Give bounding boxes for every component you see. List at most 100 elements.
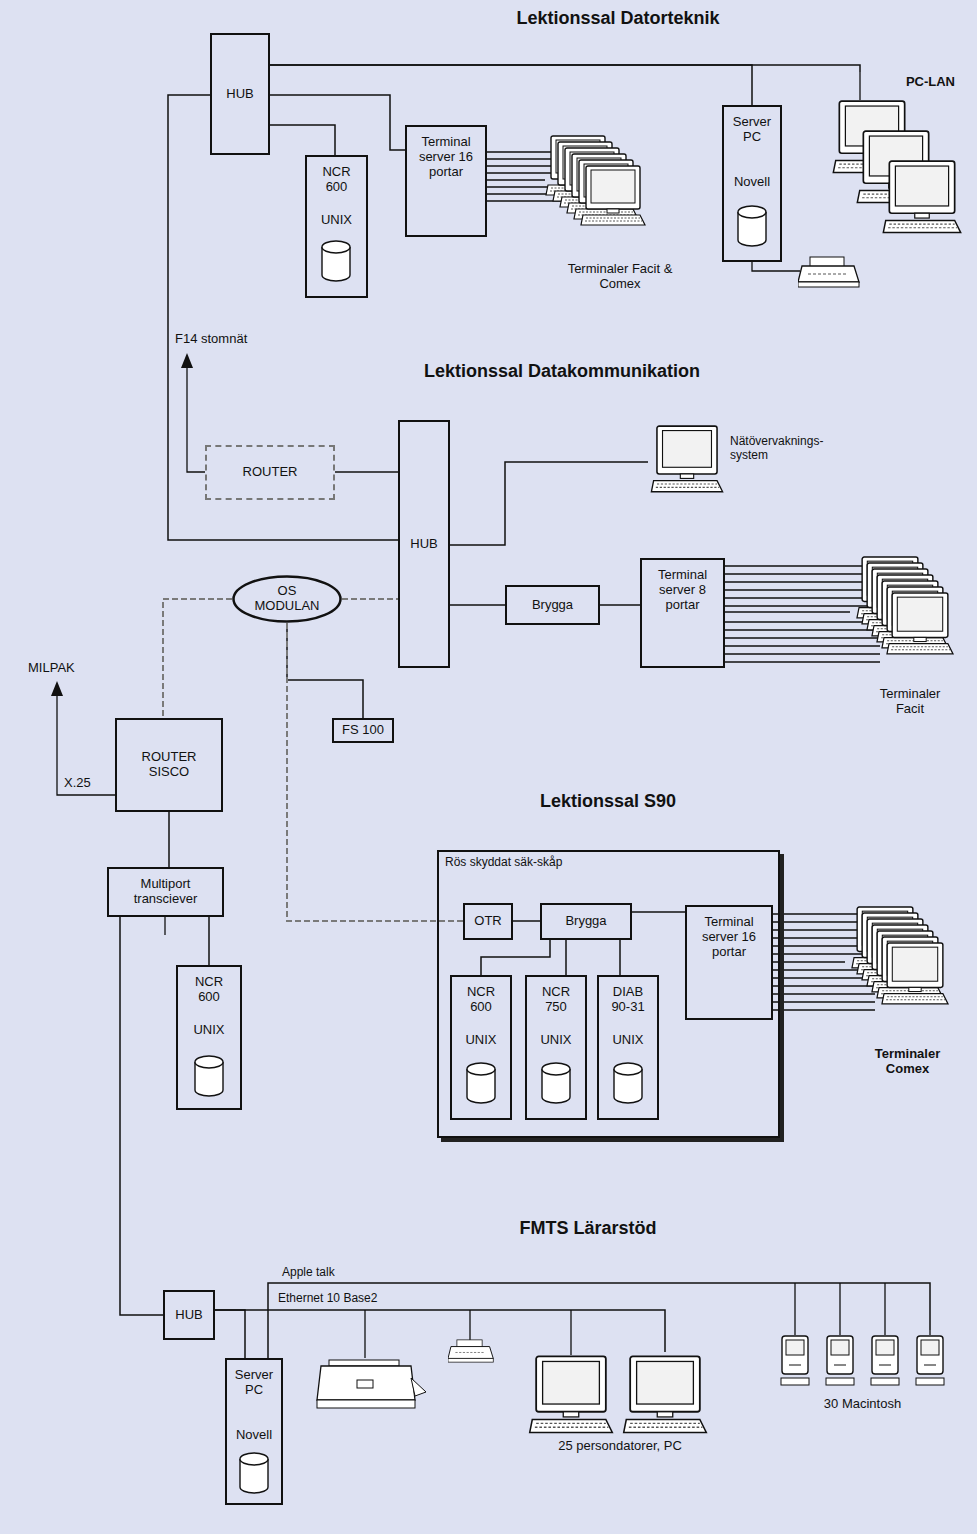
node-text: 25 persondatorer, PC [558, 1439, 682, 1454]
connector [208, 917, 210, 965]
section-title: Lektionssal S90 [540, 791, 676, 812]
node-text: Terminaler Facit [870, 687, 950, 717]
monitor-station: Nätövervaknings- system [648, 425, 838, 513]
laser-printer-icon [317, 1360, 426, 1408]
mac-group: 30 Macintosh [770, 1330, 955, 1415]
connector [565, 940, 567, 975]
connector [487, 179, 545, 181]
section-title: Lektionssal Datorteknik [516, 8, 719, 29]
node-text: HUB [175, 1308, 202, 1323]
node-text: NCR 750 [534, 985, 578, 1015]
connector [270, 65, 752, 105]
edge-label: Apple talk [280, 1265, 337, 1279]
node-text: Terminaler Comex [868, 1047, 948, 1077]
hub-box: HUB [163, 1290, 215, 1340]
connector [619, 940, 621, 975]
connector [287, 623, 363, 718]
hub-box: HUB [210, 33, 270, 155]
mac-icon [826, 1336, 854, 1385]
node-text: NCR 600 [459, 985, 503, 1015]
node-text: UNIX [193, 1023, 224, 1038]
node-text: UNIX [465, 1033, 496, 1048]
connector [120, 917, 163, 1315]
edge-label: Ethernet 10 Base2 [276, 1291, 379, 1305]
node-text: NCR 600 [315, 165, 359, 195]
node-text: FS 100 [342, 723, 384, 738]
connector [481, 940, 550, 975]
arrow-head [181, 353, 193, 368]
connector [450, 604, 505, 606]
node-text: Rös skyddat säk-skåp [445, 856, 562, 870]
server-box: DIAB 90-31UNIX [597, 975, 659, 1120]
terminal-icon [887, 593, 953, 654]
hub-box: HUB [398, 420, 450, 668]
disk-icon [738, 206, 766, 246]
node-text: Novell [734, 175, 770, 190]
node-text: NCR 600 [187, 975, 231, 1005]
mac-icon [781, 1336, 809, 1385]
terminal-server-box: Terminal server 8 portar [640, 558, 725, 668]
disk-icon [195, 1056, 223, 1096]
connector [270, 65, 860, 72]
node-text: Terminal server 16 portar [698, 915, 760, 960]
label-box: Lektionssal S90 [540, 791, 676, 812]
terminal-group: Terminaler Facit & Comex [545, 130, 695, 295]
mac-icon [871, 1336, 899, 1385]
terminal-server-box: Terminal server 16 portar [685, 905, 773, 1020]
connector [335, 471, 398, 473]
connector [270, 95, 405, 150]
node-text: HUB [226, 87, 253, 102]
otr-box: OTR [463, 903, 513, 940]
server-box: NCR 600UNIX [450, 975, 512, 1120]
node-text: HUB [410, 537, 437, 552]
wire [859, 72, 860, 100]
disk-icon [467, 1063, 495, 1103]
label-box: FMTS Lärarstöd [519, 1218, 656, 1239]
label-box: Lektionssal Datorteknik [516, 8, 719, 29]
node-text: PC-LAN [906, 75, 955, 90]
server-box: NCR 750UNIX [525, 975, 587, 1120]
router-box: ROUTER [205, 445, 335, 500]
router-box: ROUTER SISCO [115, 718, 223, 812]
connector [450, 462, 648, 545]
terminal-server-box: Terminal server 16 portar [405, 125, 487, 237]
edge-label-box: Apple talk [280, 1265, 337, 1279]
label-box: MILPAK [28, 660, 75, 675]
disk-icon [240, 1453, 268, 1493]
node-text: Terminaler Facit & Comex [565, 262, 675, 292]
protocol-label: X.25 [64, 775, 91, 790]
ellipse-shape [234, 577, 341, 622]
network-label: MILPAK [28, 660, 75, 675]
node-text: Novell [236, 1428, 272, 1443]
connector [600, 604, 640, 606]
connector [632, 911, 685, 913]
node-text: Terminal server 16 portar [415, 135, 477, 180]
pc-icon [530, 1356, 613, 1432]
node-text: Nätövervaknings- system [730, 435, 834, 463]
node-text: OS MODULAN [252, 584, 322, 614]
server-box: NCR 600UNIX [176, 965, 242, 1110]
pc-group: PC-LAN [815, 72, 965, 250]
terminal-stack [546, 136, 645, 225]
uplink-wire [187, 366, 205, 472]
connector [163, 599, 232, 718]
uplink-wire [57, 694, 115, 795]
node-text: ROUTER [243, 465, 298, 480]
node-text: UNIX [321, 213, 352, 228]
label-box: Lektionssal Datakommunikation [424, 361, 700, 382]
connector [725, 611, 850, 613]
pc-icon [883, 161, 960, 232]
monitor-icon [651, 426, 722, 492]
arrow-head [51, 681, 63, 696]
node-text: UNIX [612, 1033, 643, 1048]
node-text: Brygga [565, 914, 606, 929]
node-text: ROUTER SISCO [138, 750, 200, 780]
file-server-box: Server PCNovell [722, 105, 782, 262]
disk-icon [614, 1063, 642, 1103]
printer-wire [752, 262, 800, 271]
network-ellipse: OS MODULAN [232, 575, 342, 623]
